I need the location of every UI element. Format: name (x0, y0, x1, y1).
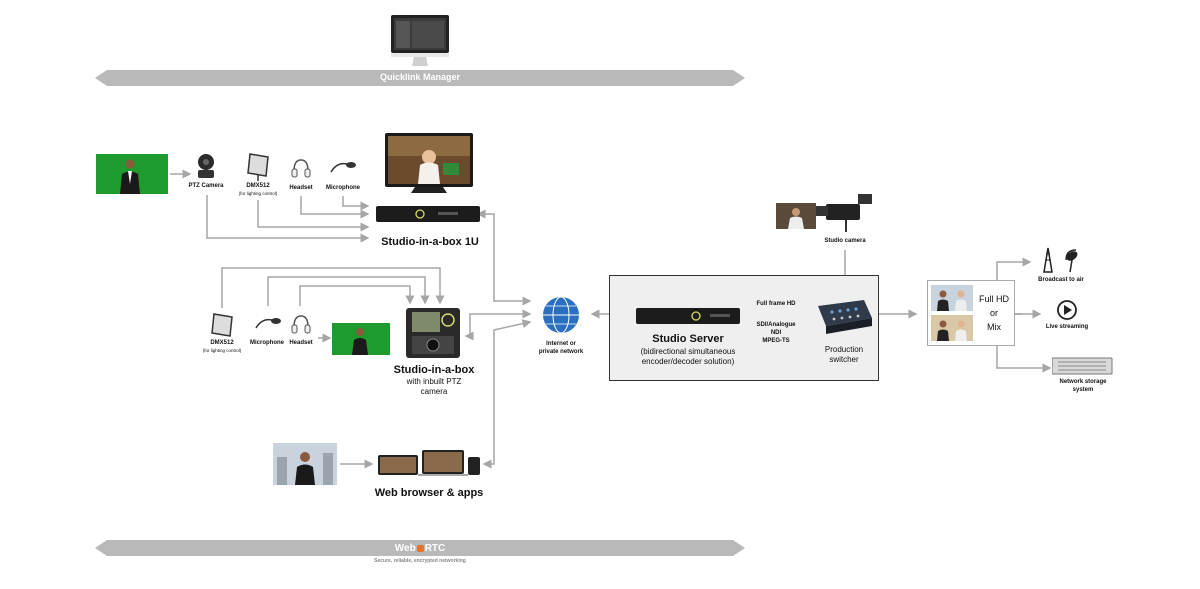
production-switcher-icon (818, 300, 872, 334)
manager-monitor-icon (391, 15, 449, 66)
headset-label: Headset (289, 185, 313, 191)
webrtc-logo: Web RTC (380, 543, 460, 554)
dmx-light-icon (247, 153, 269, 181)
presenter-green-screen-image (96, 154, 168, 194)
network-line2: private network (538, 349, 584, 355)
headset-icon (291, 159, 311, 178)
studio-in-a-box-title: Studio-in-a-box (393, 364, 475, 376)
dmx-note: (for lighting control) (238, 191, 278, 196)
play-icon (1057, 300, 1077, 320)
dmx-label: DMX512 (210, 340, 234, 346)
microphone-label: Microphone (250, 340, 284, 346)
studio-server-title: Studio Server (652, 333, 724, 345)
studio-camera-icon (816, 194, 872, 232)
studio-server-device (636, 308, 740, 324)
dmx-note: (for lighting control) (202, 348, 242, 353)
dmx-light-icon (211, 313, 233, 337)
headset-label: Headset (289, 340, 313, 346)
link-ndi: NDI (770, 330, 782, 336)
microphone-icon (330, 162, 356, 173)
broadcast-label: Broadcast to air (1038, 277, 1084, 283)
devices-icon (378, 450, 480, 476)
quicklink-manager-banner (95, 70, 745, 86)
ptz-camera-label: PTZ Camera (188, 183, 224, 189)
studio-server-sub1: (bidirectional simultaneous (640, 347, 736, 356)
web-browser-title: Web browser & apps (374, 487, 484, 499)
headset-icon (291, 315, 311, 334)
studio-in-a-box-1u-device (376, 206, 480, 222)
link-full-frame-hd: Full frame HD (756, 301, 796, 307)
ptz-camera-icon (198, 154, 214, 178)
webrtc-tagline: Secure, reliable, encrypted networking (374, 558, 466, 564)
link-mpeg-ts: MPEG-TS (762, 338, 790, 344)
network-storage-icon (1052, 357, 1113, 375)
link-sdi: SDI/Analogue (756, 322, 796, 328)
globe-icon (543, 296, 579, 334)
microphone-label: Microphone (326, 185, 360, 191)
dmx-label: DMX512 (246, 183, 270, 189)
tv-monitor-icon (385, 133, 473, 193)
studio-in-a-box-sub2: camera (420, 387, 448, 396)
studio-camera-label: Studio camera (824, 238, 866, 244)
storage-label-2: system (1072, 387, 1094, 393)
studio-in-a-box-1u-title: Studio-in-a-box 1U (381, 236, 479, 248)
broadcast-tower-icon (1043, 247, 1078, 273)
microphone-icon (255, 318, 281, 329)
quicklink-manager-label: Quicklink Manager (379, 72, 461, 82)
switcher-label-2: switcher (829, 355, 859, 364)
webrtc-logo-web: Web (394, 543, 416, 554)
webrtc-logo-rtc: RTC (424, 543, 446, 554)
output-preview-2 (931, 315, 973, 341)
live-streaming-label: Live streaming (1045, 324, 1089, 330)
output-line3: Mix (987, 322, 1001, 332)
switcher-label-1: Production (824, 345, 864, 354)
network-line1: Internet or (546, 341, 576, 347)
output-line2: or (989, 308, 998, 318)
presenter-green-screen-image (332, 323, 390, 355)
studio-in-a-box-device (406, 308, 460, 358)
output-preview-1 (931, 285, 973, 311)
presenter-city-image (273, 443, 337, 485)
studio-server-sub2: encoder/decoder solution) (641, 357, 735, 366)
webrtc-logo-mark (416, 544, 424, 552)
studio-in-a-box-sub1: with inbuilt PTZ (406, 377, 462, 386)
storage-label-1: Network storage (1059, 379, 1107, 385)
studio-monitor-image (776, 203, 816, 229)
output-line1: Full HD (978, 294, 1009, 304)
